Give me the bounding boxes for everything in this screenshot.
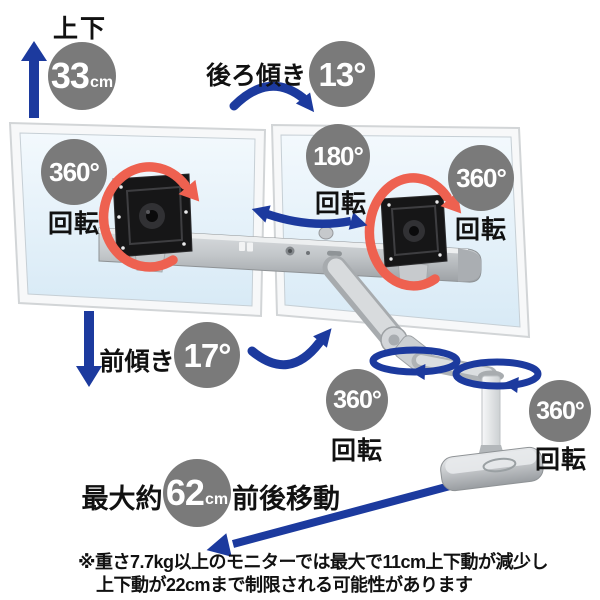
- horizontal-range-unit: cm: [204, 491, 229, 508]
- arm-rotation-caption: 回転: [330, 437, 384, 465]
- arm-swivel-arrow-icon: [369, 346, 461, 380]
- height-range-label: 上下: [52, 15, 108, 43]
- back-tilt-badge: 13°: [309, 41, 375, 107]
- height-range-value: 33: [50, 55, 90, 96]
- base-rotation-value: 360°: [536, 396, 585, 425]
- monitor-left-rotation-value: 360°: [49, 157, 100, 187]
- riser-pole: [478, 370, 504, 457]
- horizontal-range-suffix-label: 前後移動: [232, 484, 340, 514]
- monitor-left-rotation-arrow-icon: [98, 162, 200, 272]
- back-tilt-value: 13°: [318, 55, 367, 93]
- horizontal-range-prefix-label: 最大約: [81, 484, 163, 514]
- crossbar-rotation-badge: 180°: [306, 124, 370, 188]
- arm-rotation-value: 360°: [333, 385, 382, 414]
- footnote-line1: ※重さ7.7kg以上のモニターでは最大で11cm上下動が減少し: [78, 552, 549, 572]
- crossbar-rotation-caption: 回転: [314, 190, 368, 218]
- footnote-line2: 上下動が22cmまで制限される可能性があります: [96, 575, 473, 595]
- back-tilt-arrow-icon: [229, 81, 315, 113]
- pan-arrow-icon: [251, 205, 368, 230]
- monitor-left-rotation-badge: 360°: [41, 139, 107, 205]
- vesa-plate-right: [380, 194, 448, 268]
- crossbar-rotation-value: 180°: [313, 141, 364, 171]
- horizontal-range-value: 62: [165, 472, 205, 513]
- extension-arrow-icon: [206, 478, 467, 557]
- monitor-right-rotation-value: 360°: [456, 163, 507, 193]
- usb-port-icon: [239, 242, 245, 251]
- monitor-left-rotation-caption: 回転: [47, 210, 101, 238]
- base-rotation-caption: 回転: [534, 446, 588, 474]
- up-arrow-icon: [21, 41, 47, 118]
- crossbar-pivot: [318, 226, 334, 240]
- forward-tilt-badge: 17°: [174, 322, 240, 388]
- vesa-plate-left: [112, 173, 193, 258]
- desk-base: [440, 446, 544, 492]
- forward-tilt-label: 前傾き: [99, 348, 175, 376]
- height-range-unit: cm: [89, 74, 114, 91]
- back-tilt-label: 後ろ傾き: [205, 62, 307, 90]
- forward-tilt-arrow-icon: [247, 328, 332, 370]
- base-rotation-badge: 360°: [529, 380, 591, 442]
- forward-tilt-value: 17°: [183, 336, 232, 374]
- down-arrow-icon: [76, 311, 102, 387]
- upper-arm: [322, 255, 408, 354]
- monitor-right-rotation-caption: 回転: [454, 216, 508, 244]
- base-swivel-arrow-icon: [452, 358, 542, 393]
- monitor-right-rotation-badge: 360°: [448, 145, 514, 211]
- arm-rotation-badge: 360°: [326, 369, 388, 431]
